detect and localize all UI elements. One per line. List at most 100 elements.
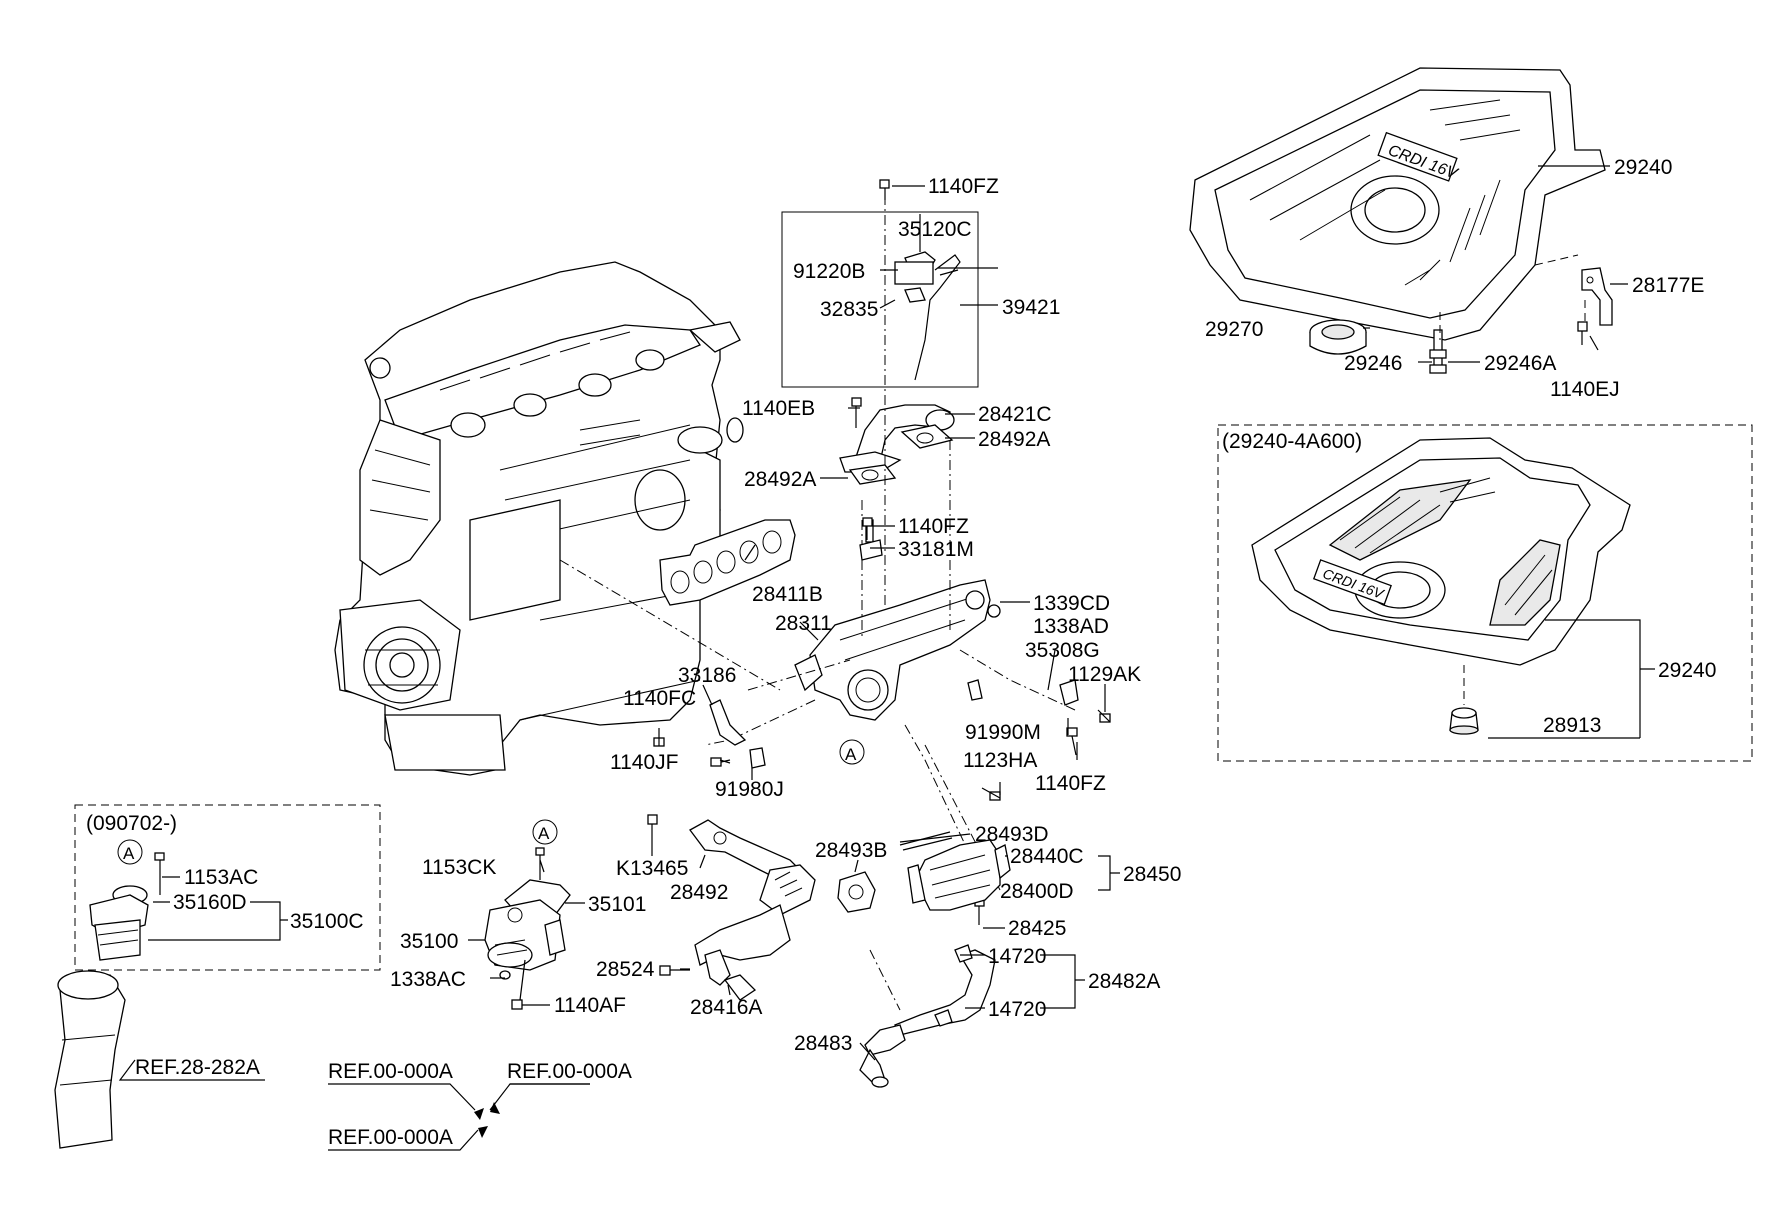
bolts bbox=[647, 179, 1593, 976]
label-28493d: 28493D bbox=[975, 823, 1049, 846]
label-1140fz-top: 1140FZ bbox=[928, 175, 999, 198]
label-29270: 29270 bbox=[1205, 318, 1263, 341]
label-28482a: 28482A bbox=[1088, 970, 1160, 993]
label-090702: (090702-) bbox=[86, 812, 177, 835]
gasket-28411b bbox=[659, 519, 796, 606]
label-35160d: 35160D bbox=[173, 891, 247, 914]
label-1338ad: 1338AD bbox=[1033, 615, 1109, 638]
label-28493b: 28493B bbox=[815, 839, 887, 862]
label-ref-28-282a: REF.28-282A bbox=[135, 1056, 260, 1079]
label-1140fc: 1140FC bbox=[623, 687, 696, 710]
label-32835: 32835 bbox=[820, 298, 878, 321]
label-1140jf: 1140JF bbox=[610, 751, 679, 774]
nut-1339cd bbox=[987, 604, 1001, 618]
label-28311: 28311 bbox=[775, 612, 832, 635]
label-k13465: K13465 bbox=[616, 857, 688, 880]
ref-hose bbox=[54, 970, 126, 1149]
label-91220b: 91220B bbox=[793, 260, 865, 283]
egr-valve-28450 bbox=[899, 831, 1011, 911]
bolt-1123ha bbox=[981, 787, 1001, 801]
label-28400d: 28400D bbox=[1000, 880, 1074, 903]
label-29240-box: 29240 bbox=[1658, 659, 1716, 682]
variant-cover-box: CRDI 16V bbox=[1217, 424, 1753, 762]
small-brackets bbox=[709, 519, 1079, 769]
label-29246: 29246 bbox=[1344, 352, 1402, 375]
label-91980j: 91980J bbox=[715, 778, 784, 801]
insulator-29270 bbox=[1309, 319, 1367, 355]
label-1140fz-low: 1140FZ bbox=[1035, 772, 1106, 795]
bolt-28524 bbox=[659, 965, 690, 976]
thermostat-housing-box bbox=[74, 804, 381, 971]
bracket-28177e bbox=[1581, 267, 1613, 326]
label-28913: 28913 bbox=[1543, 714, 1601, 737]
label-a-mid: A bbox=[845, 745, 857, 764]
label-1140ej: 1140EJ bbox=[1550, 378, 1620, 401]
label-28450: 28450 bbox=[1123, 863, 1181, 886]
thermostat-assembly bbox=[484, 847, 571, 1010]
label-29246a: 29246A bbox=[1484, 352, 1556, 375]
label-33181m: 33181M bbox=[898, 538, 974, 561]
bolt-1140jf bbox=[710, 757, 731, 767]
label-28440c: 28440C bbox=[1010, 845, 1084, 868]
label-28483: 28483 bbox=[794, 1032, 852, 1055]
label-a-therm: A bbox=[538, 824, 550, 843]
label-1140eb: 1140EB bbox=[742, 397, 815, 420]
cover-guide-lines bbox=[1439, 254, 1586, 340]
bolt-1140fz-mid bbox=[862, 517, 873, 540]
bolt-k13465 bbox=[647, 814, 658, 840]
label-14720-b: 14720 bbox=[988, 998, 1046, 1021]
callout-labels: 1140FZ 35120C 91220B 39421 32835 1140EB … bbox=[86, 156, 1716, 1149]
bolt-1140fz-top bbox=[879, 179, 890, 200]
label-35101: 35101 bbox=[588, 893, 646, 916]
egr-cooler-tube bbox=[689, 819, 816, 1001]
coolant-hose-28482a bbox=[859, 944, 996, 1088]
stud-29246 bbox=[1429, 329, 1447, 374]
bolt-1129ak bbox=[1097, 709, 1111, 723]
label-35120c: 35120C bbox=[898, 218, 972, 241]
label-ref-00-000a-left: REF.00-000A bbox=[328, 1060, 453, 1083]
ref-circles bbox=[117, 739, 865, 865]
label-28492a-right: 28492A bbox=[978, 428, 1050, 451]
engine-cover-29240: CRDI 16V bbox=[1189, 67, 1606, 341]
label-28492a-left: 28492A bbox=[744, 468, 816, 491]
label-28524: 28524 bbox=[596, 958, 655, 981]
label-ref-00-000a-bottom: REF.00-000A bbox=[328, 1126, 453, 1149]
label-35308g: 35308G bbox=[1025, 639, 1100, 662]
label-1153ac: 1153AC bbox=[184, 866, 258, 889]
label-33186: 33186 bbox=[678, 664, 736, 687]
label-39421: 39421 bbox=[1002, 296, 1060, 319]
label-1123ha: 1123HA bbox=[963, 749, 1037, 772]
bolt-1140eb bbox=[851, 397, 862, 428]
leader-lines bbox=[118, 165, 1655, 1085]
vacuum-module-box bbox=[781, 211, 979, 388]
gasket-28493b bbox=[837, 871, 876, 913]
label-91990m: 91990M bbox=[965, 721, 1041, 744]
label-28492: 28492 bbox=[670, 881, 728, 904]
label-28421c: 28421C bbox=[978, 403, 1052, 426]
egr-pipe-28421c bbox=[839, 404, 955, 485]
label-28177e: 28177E bbox=[1632, 274, 1704, 297]
label-14720-a: 14720 bbox=[988, 945, 1046, 968]
label-1140fz-mid: 1140FZ bbox=[898, 515, 969, 538]
label-28416a: 28416A bbox=[690, 996, 762, 1019]
bolt-1140ej bbox=[1577, 321, 1588, 345]
label-35100: 35100 bbox=[400, 930, 458, 953]
assembly-guide-lines bbox=[559, 195, 1076, 1011]
label-1129ak: 1129AK bbox=[1068, 663, 1141, 686]
label-1338ac: 1338AC bbox=[390, 968, 466, 991]
bolt-1140fc bbox=[653, 728, 665, 747]
label-1339cd: 1339CD bbox=[1033, 592, 1110, 615]
label-1153ck: 1153CK bbox=[422, 856, 496, 879]
label-1140af: 1140AF bbox=[554, 994, 626, 1017]
label-28425: 28425 bbox=[1008, 917, 1066, 940]
label-29240-top: 29240 bbox=[1614, 156, 1672, 179]
label-ref-00-000a-right: REF.00-000A bbox=[507, 1060, 632, 1083]
bolt-1140fz-low bbox=[1066, 727, 1078, 756]
label-a-box: A bbox=[123, 844, 135, 863]
label-35100c: 35100C bbox=[290, 910, 364, 933]
label-28411b: 28411B bbox=[752, 583, 823, 606]
engine-assembly bbox=[334, 261, 744, 776]
intake-manifold-28311 bbox=[794, 579, 991, 721]
label-variant-box: (29240-4A600) bbox=[1222, 430, 1362, 453]
